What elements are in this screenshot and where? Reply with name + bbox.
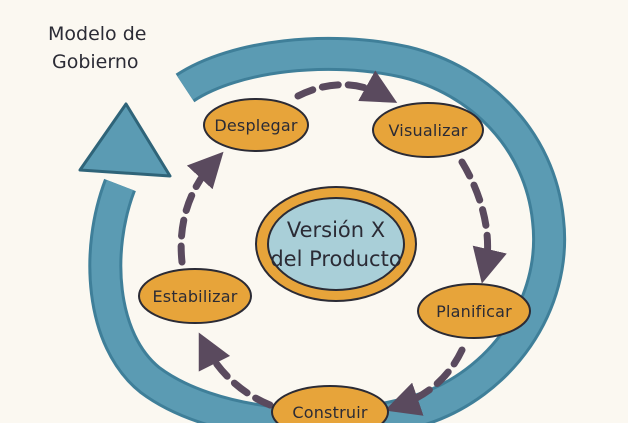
title-line-1: Modelo de xyxy=(48,23,146,45)
stage-desplegar: Desplegar xyxy=(203,98,309,152)
arrow-visualizar-planificar xyxy=(458,158,507,284)
title-line-2: Gobierno xyxy=(52,51,139,73)
outer-cycle-arrow xyxy=(78,36,567,423)
arrow-desplegar-visualizar xyxy=(294,70,398,103)
stage-planificar: Planificar xyxy=(417,283,531,339)
center-line-1: Versión X xyxy=(287,218,385,242)
stage-visualizar-label: Visualizar xyxy=(389,121,468,140)
stage-estabilizar: Estabilizar xyxy=(138,268,252,324)
stage-desplegar-label: Desplegar xyxy=(214,116,298,135)
stage-estabilizar-label: Estabilizar xyxy=(153,287,238,306)
stage-construir: Construir xyxy=(271,385,389,423)
stage-construir-label: Construir xyxy=(292,403,367,422)
diagram-title: Modelo de Gobierno xyxy=(48,23,146,73)
dashed-arrows xyxy=(177,70,507,416)
arrow-planificar-construir xyxy=(384,346,466,416)
center-product-version: Versión X del Producto xyxy=(255,186,417,302)
center-line-2: del Producto xyxy=(270,247,401,271)
outer-arrow-head xyxy=(78,102,172,178)
arrow-estabilizar-desplegar xyxy=(177,151,224,266)
stage-visualizar: Visualizar xyxy=(372,102,484,158)
stage-planificar-label: Planificar xyxy=(436,302,512,321)
arrow-construir-estabilizar xyxy=(198,332,274,409)
